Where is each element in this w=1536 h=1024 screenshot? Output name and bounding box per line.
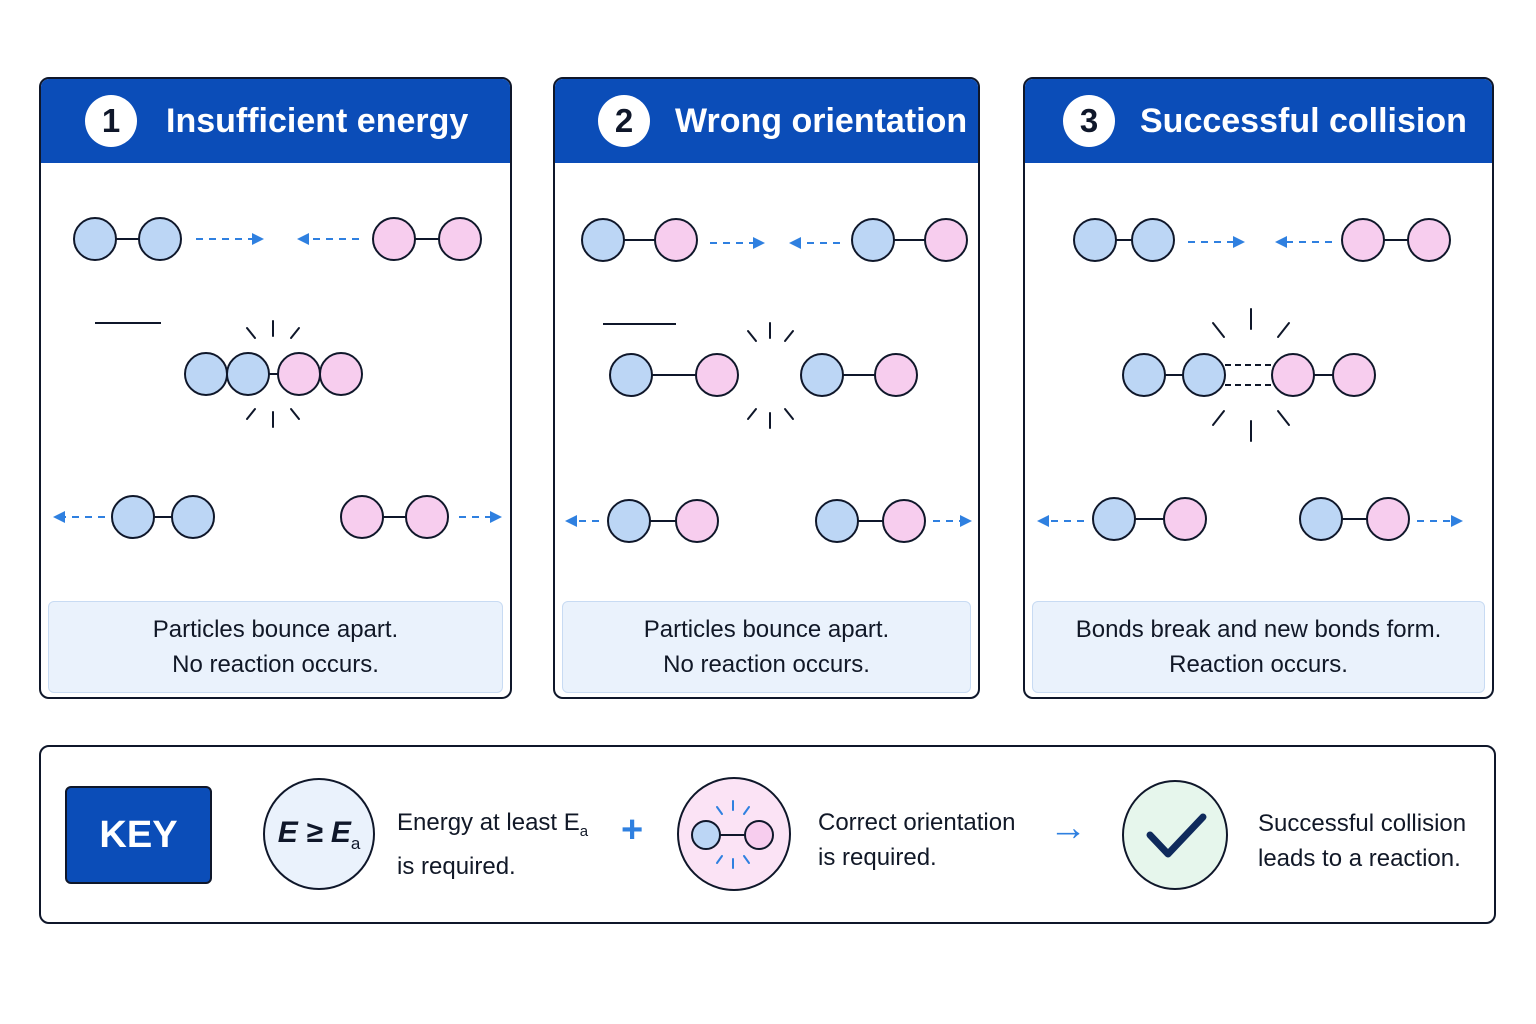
check-icon [1146,813,1207,858]
panel-wrong-orientation: 2 Wrong orientation [553,77,980,699]
atom-pink [1271,353,1315,397]
caption-line: Particles bounce apart. [152,616,399,643]
atom-pink [1163,497,1207,541]
energy-line1: Energy at least E [397,809,580,836]
atom-blue [1092,497,1136,541]
atom-blue [171,495,215,539]
atom-pink [1366,497,1410,541]
atom-pink [882,499,926,543]
energy-line1-subscript: a [579,822,589,840]
step-number-badge: 2 [598,95,650,147]
panel-2-molecules [565,218,972,543]
panel-caption: Particles bounce apart. No reaction occu… [48,601,503,693]
atom-blue [1131,218,1175,262]
atom-pink [654,218,698,262]
atom-pink [1341,218,1385,262]
success-description: Successful collision leads to a reaction… [1258,806,1466,876]
panel-3-molecules [1037,218,1463,541]
atom-blue [1299,497,1343,541]
motion-arrows [53,233,502,523]
energy-subscript: a [350,834,361,853]
orientation-line2: is required. [818,844,937,871]
energy-equation: E ≥ Ea [265,816,373,854]
atom-blue [607,499,651,543]
energy-condition-icon: E ≥ Ea [263,778,375,890]
plus-sign: + [621,809,644,851]
atom-pink [277,352,321,396]
atom-blue [184,352,228,396]
impact-marks [1212,308,1290,442]
orientation-description: Correct orientation is required. [818,805,1015,875]
energy-description: Energy at least Ea is required. [397,805,588,884]
panel-2-drawing [603,323,676,325]
energy-line2: is required. [397,852,516,880]
atom-blue [1182,353,1226,397]
panel-successful-collision: 3 Successful collision [1023,77,1494,699]
caption-line: Particles bounce apart. [643,616,890,643]
atom-blue [609,353,653,397]
caption-line: Bonds break and new bonds form. [1075,616,1442,643]
atom-pink [438,217,482,261]
impact-marks [747,322,794,429]
motion-arrows [565,237,972,527]
key-legend: KEY E ≥ Ea Energy at least Ea is require… [39,745,1496,924]
orientation-line1: Correct orientation [818,809,1016,836]
atom-pink [675,499,719,543]
atom-blue [1122,353,1166,397]
atom-pink [319,352,363,396]
atom-blue [581,218,625,262]
impact-marks [246,320,300,428]
atom-blue [1073,218,1117,262]
orientation-condition-icon [677,777,791,891]
step-number-badge: 3 [1063,95,1115,147]
success-line1: Successful collision [1258,810,1467,837]
panel-title: Successful collision [1140,102,1467,140]
success-line2: leads to a reaction. [1258,845,1461,872]
atom-pink [874,353,918,397]
atom-blue [111,495,155,539]
atom-blue [138,217,182,261]
panel-1-drawing [53,217,502,539]
atom-pink [1407,218,1451,262]
panel-title: Wrong orientation [675,102,968,140]
atom-pink [924,218,968,262]
panel-caption: Bonds break and new bonds form. Reaction… [1032,601,1485,693]
caption-line: Reaction occurs. [1169,651,1348,678]
caption-line: No reaction occurs. [172,651,379,678]
atom-blue [226,352,270,396]
panel-caption: Particles bounce apart. No reaction occu… [562,601,971,693]
orientation-molecule-icon [691,800,774,869]
motion-arrows [1037,236,1463,527]
atom-pink [1332,353,1376,397]
atom-pink [695,353,739,397]
panel-header: 2 Wrong orientation [555,79,978,163]
panel-insufficient-energy: 1 Insufficient energy [39,77,512,699]
atom-blue [815,499,859,543]
caption-line: No reaction occurs. [663,651,870,678]
atom-pink [340,495,384,539]
collision-illustration [95,322,161,324]
panel-header: 1 Insufficient energy [41,79,510,163]
atom-pink [372,217,416,261]
atom-blue [73,217,117,261]
atom-blue [851,218,895,262]
energy-symbol: E ≥ E [277,816,351,849]
panel-header: 3 Successful collision [1025,79,1492,163]
key-label: KEY [65,786,212,884]
arrow-sign: → [1049,807,1087,849]
panel-title: Insufficient energy [166,102,469,140]
success-check-icon [1122,780,1228,890]
atom-blue [800,353,844,397]
step-number-badge: 1 [85,95,137,147]
atom-pink [405,495,449,539]
